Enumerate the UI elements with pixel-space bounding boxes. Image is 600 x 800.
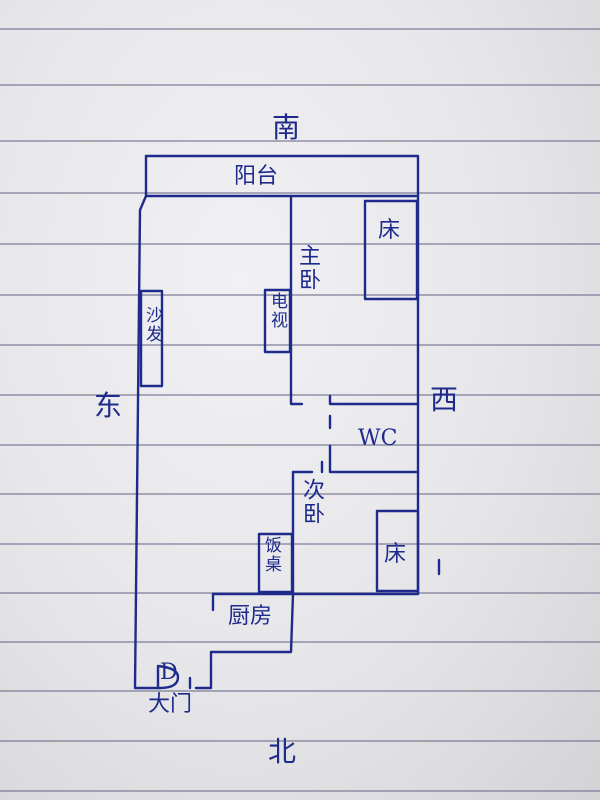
south-label: 南: [272, 111, 301, 144]
master-bedroom-label: 主卧: [295, 244, 320, 292]
ruled-line: [0, 28, 600, 30]
wc-wall: [328, 444, 420, 474]
ruled-line: [0, 740, 600, 742]
tv-label: 电视: [267, 292, 287, 330]
master-bedroom-wall: [289, 194, 304, 406]
ruled-line: [0, 344, 600, 346]
sofa-label: 沙发: [142, 306, 162, 344]
kitchen-wall: [194, 592, 295, 690]
outer-wall-east: [133, 154, 162, 690]
balcony-label: 阳台: [234, 164, 279, 189]
door-symbol: D: [160, 660, 178, 685]
north-label: 北: [268, 735, 297, 768]
ruled-line: [0, 243, 600, 245]
sofa-outline: [139, 289, 164, 388]
second-bedroom-label: 次卧: [299, 478, 324, 526]
second-bed-label: 床: [384, 542, 407, 567]
east-label: 东: [94, 389, 123, 422]
master-bed-label: 床: [378, 218, 401, 243]
west-label: 西: [430, 383, 459, 416]
ruled-line: [0, 543, 600, 545]
ruled-line: [0, 790, 600, 792]
main-door-label: 大门: [148, 692, 193, 717]
main-door-arc: [156, 664, 180, 690]
tv-outline: [263, 288, 292, 354]
master-bed-outline: [363, 199, 419, 301]
ruled-line: [0, 192, 600, 194]
ruled-line: [0, 641, 600, 643]
ruled-line: [0, 493, 600, 495]
dining-table-label: 饭桌: [261, 536, 281, 574]
ruled-line: [0, 690, 600, 692]
outer-wall: [144, 154, 420, 596]
wc-wall: [328, 394, 420, 406]
ruled-line: [0, 294, 600, 296]
kitchen-label: 厨房: [228, 604, 273, 629]
ruled-line: [0, 394, 600, 396]
ruled-line: [0, 444, 600, 446]
dining-table-outline: [257, 532, 294, 594]
ruled-line: [0, 84, 600, 86]
second-bed-outline: [375, 509, 420, 593]
ruled-line: [0, 140, 600, 142]
wc-label: WC: [358, 426, 398, 451]
